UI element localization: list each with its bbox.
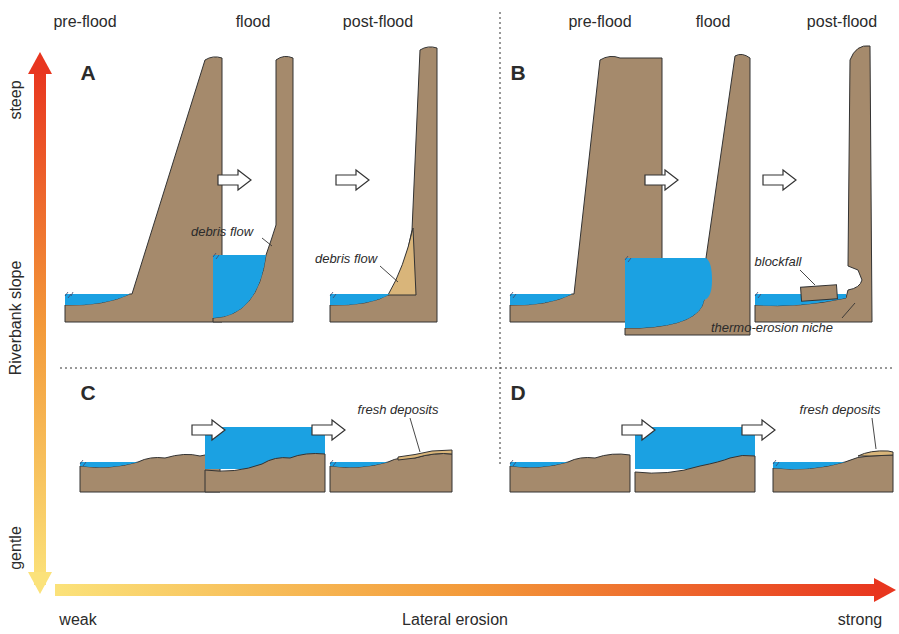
axis-end-label: steep	[7, 80, 25, 119]
axis-end-label: weak	[59, 611, 96, 629]
column-heading: post-flood	[343, 13, 413, 31]
column-heading: pre-flood	[53, 13, 116, 31]
column-heading: flood	[696, 13, 731, 31]
panel-letter: D	[510, 381, 525, 404]
column-heading: pre-flood	[568, 13, 631, 31]
axis-end-label: strong	[838, 611, 882, 629]
column-heading: post-flood	[807, 13, 877, 31]
panel-letter: C	[80, 381, 95, 404]
column-heading: flood	[236, 13, 271, 31]
annotation: debris flow	[191, 225, 253, 239]
annotation: blockfall	[755, 255, 802, 269]
axis-title: Riverbank slope	[7, 261, 25, 376]
axis-title: Lateral erosion	[402, 611, 508, 629]
panel-letter: B	[510, 61, 525, 84]
annotation: fresh deposits	[800, 403, 881, 417]
annotation: debris flow	[315, 252, 377, 266]
panel-letter: A	[80, 61, 95, 84]
annotation: thermo-erosion niche	[711, 321, 833, 335]
annotation: fresh deposits	[358, 403, 439, 417]
axis-end-label: gentle	[7, 526, 25, 570]
